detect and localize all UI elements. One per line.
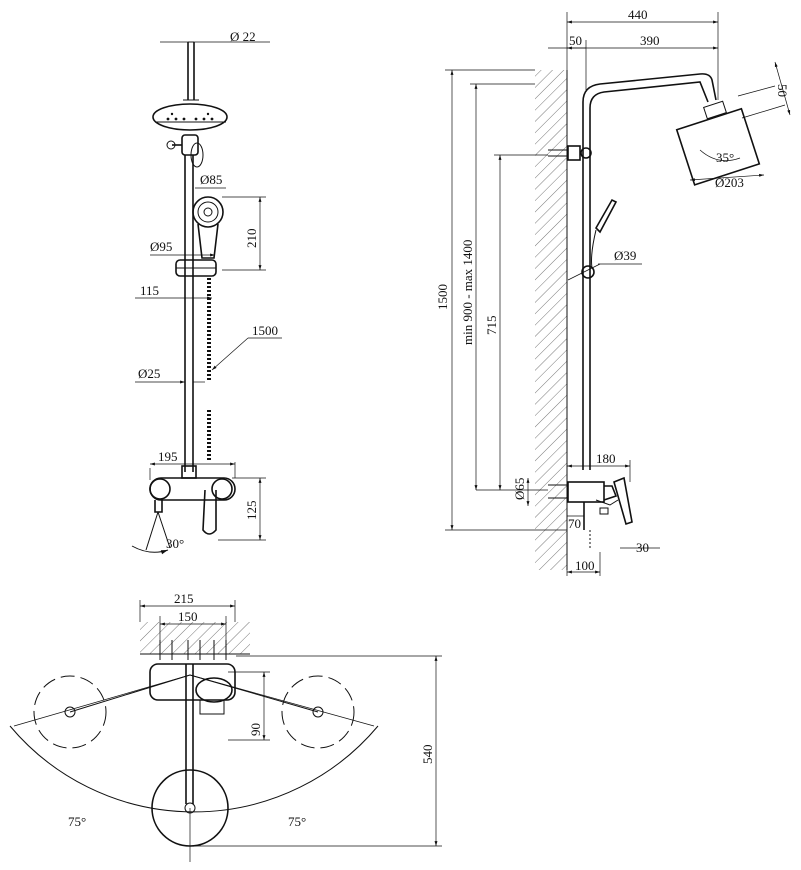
dim-d85: Ø85 [200,172,222,187]
dim-70: 70 [568,516,581,531]
dim-195: 195 [158,449,178,464]
side-view: 50 35° Ø203 Ø39 440 [435,7,791,576]
dim-angle-75-right: 75° [288,814,306,829]
dim-540: 540 [420,745,435,765]
dim-angle-75-left: 75° [68,814,86,829]
dim-adjust-range: min 900 - max 1400 [460,240,475,345]
front-view: Ø 22 Ø85 210 Ø95 115 1500 Ø25 195 125 [131,29,282,555]
dim-d65: Ø65 [512,478,527,500]
dim-d203: Ø203 [715,175,744,190]
dim-angle-35: 35° [716,150,734,165]
dim-115: 115 [140,283,159,298]
dim-d22: Ø 22 [230,29,256,44]
dim-hose-1500: 1500 [252,323,278,338]
dim-210: 210 [244,229,259,249]
overhead-shower-head-side [675,107,761,186]
dim-100: 100 [575,558,595,573]
overhead-shower-head [152,103,228,131]
wall [535,70,567,570]
dim-715: 715 [484,316,499,336]
dim-d39: Ø39 [614,248,636,263]
mixer-body [149,477,236,501]
hand-shower-head [192,196,224,228]
dim-440: 440 [628,7,648,22]
dim-d95: Ø95 [150,239,172,254]
dim-30: 30 [636,540,649,555]
dim-150: 150 [178,609,198,624]
dim-90: 90 [248,723,263,736]
top-view: 215 150 90 540 75° 75° [9,591,442,862]
dim-side-50: 50 [775,84,790,97]
dim-215: 215 [174,591,194,606]
dim-side-50-left: 50 [569,33,582,48]
dim-390: 390 [640,33,660,48]
dim-d25: Ø25 [138,366,160,381]
dim-125: 125 [244,501,259,521]
dim-180: 180 [596,451,616,466]
dim-side-1500: 1500 [435,284,450,310]
dim-angle-30: 30° [166,536,184,551]
wall-top [140,622,250,654]
